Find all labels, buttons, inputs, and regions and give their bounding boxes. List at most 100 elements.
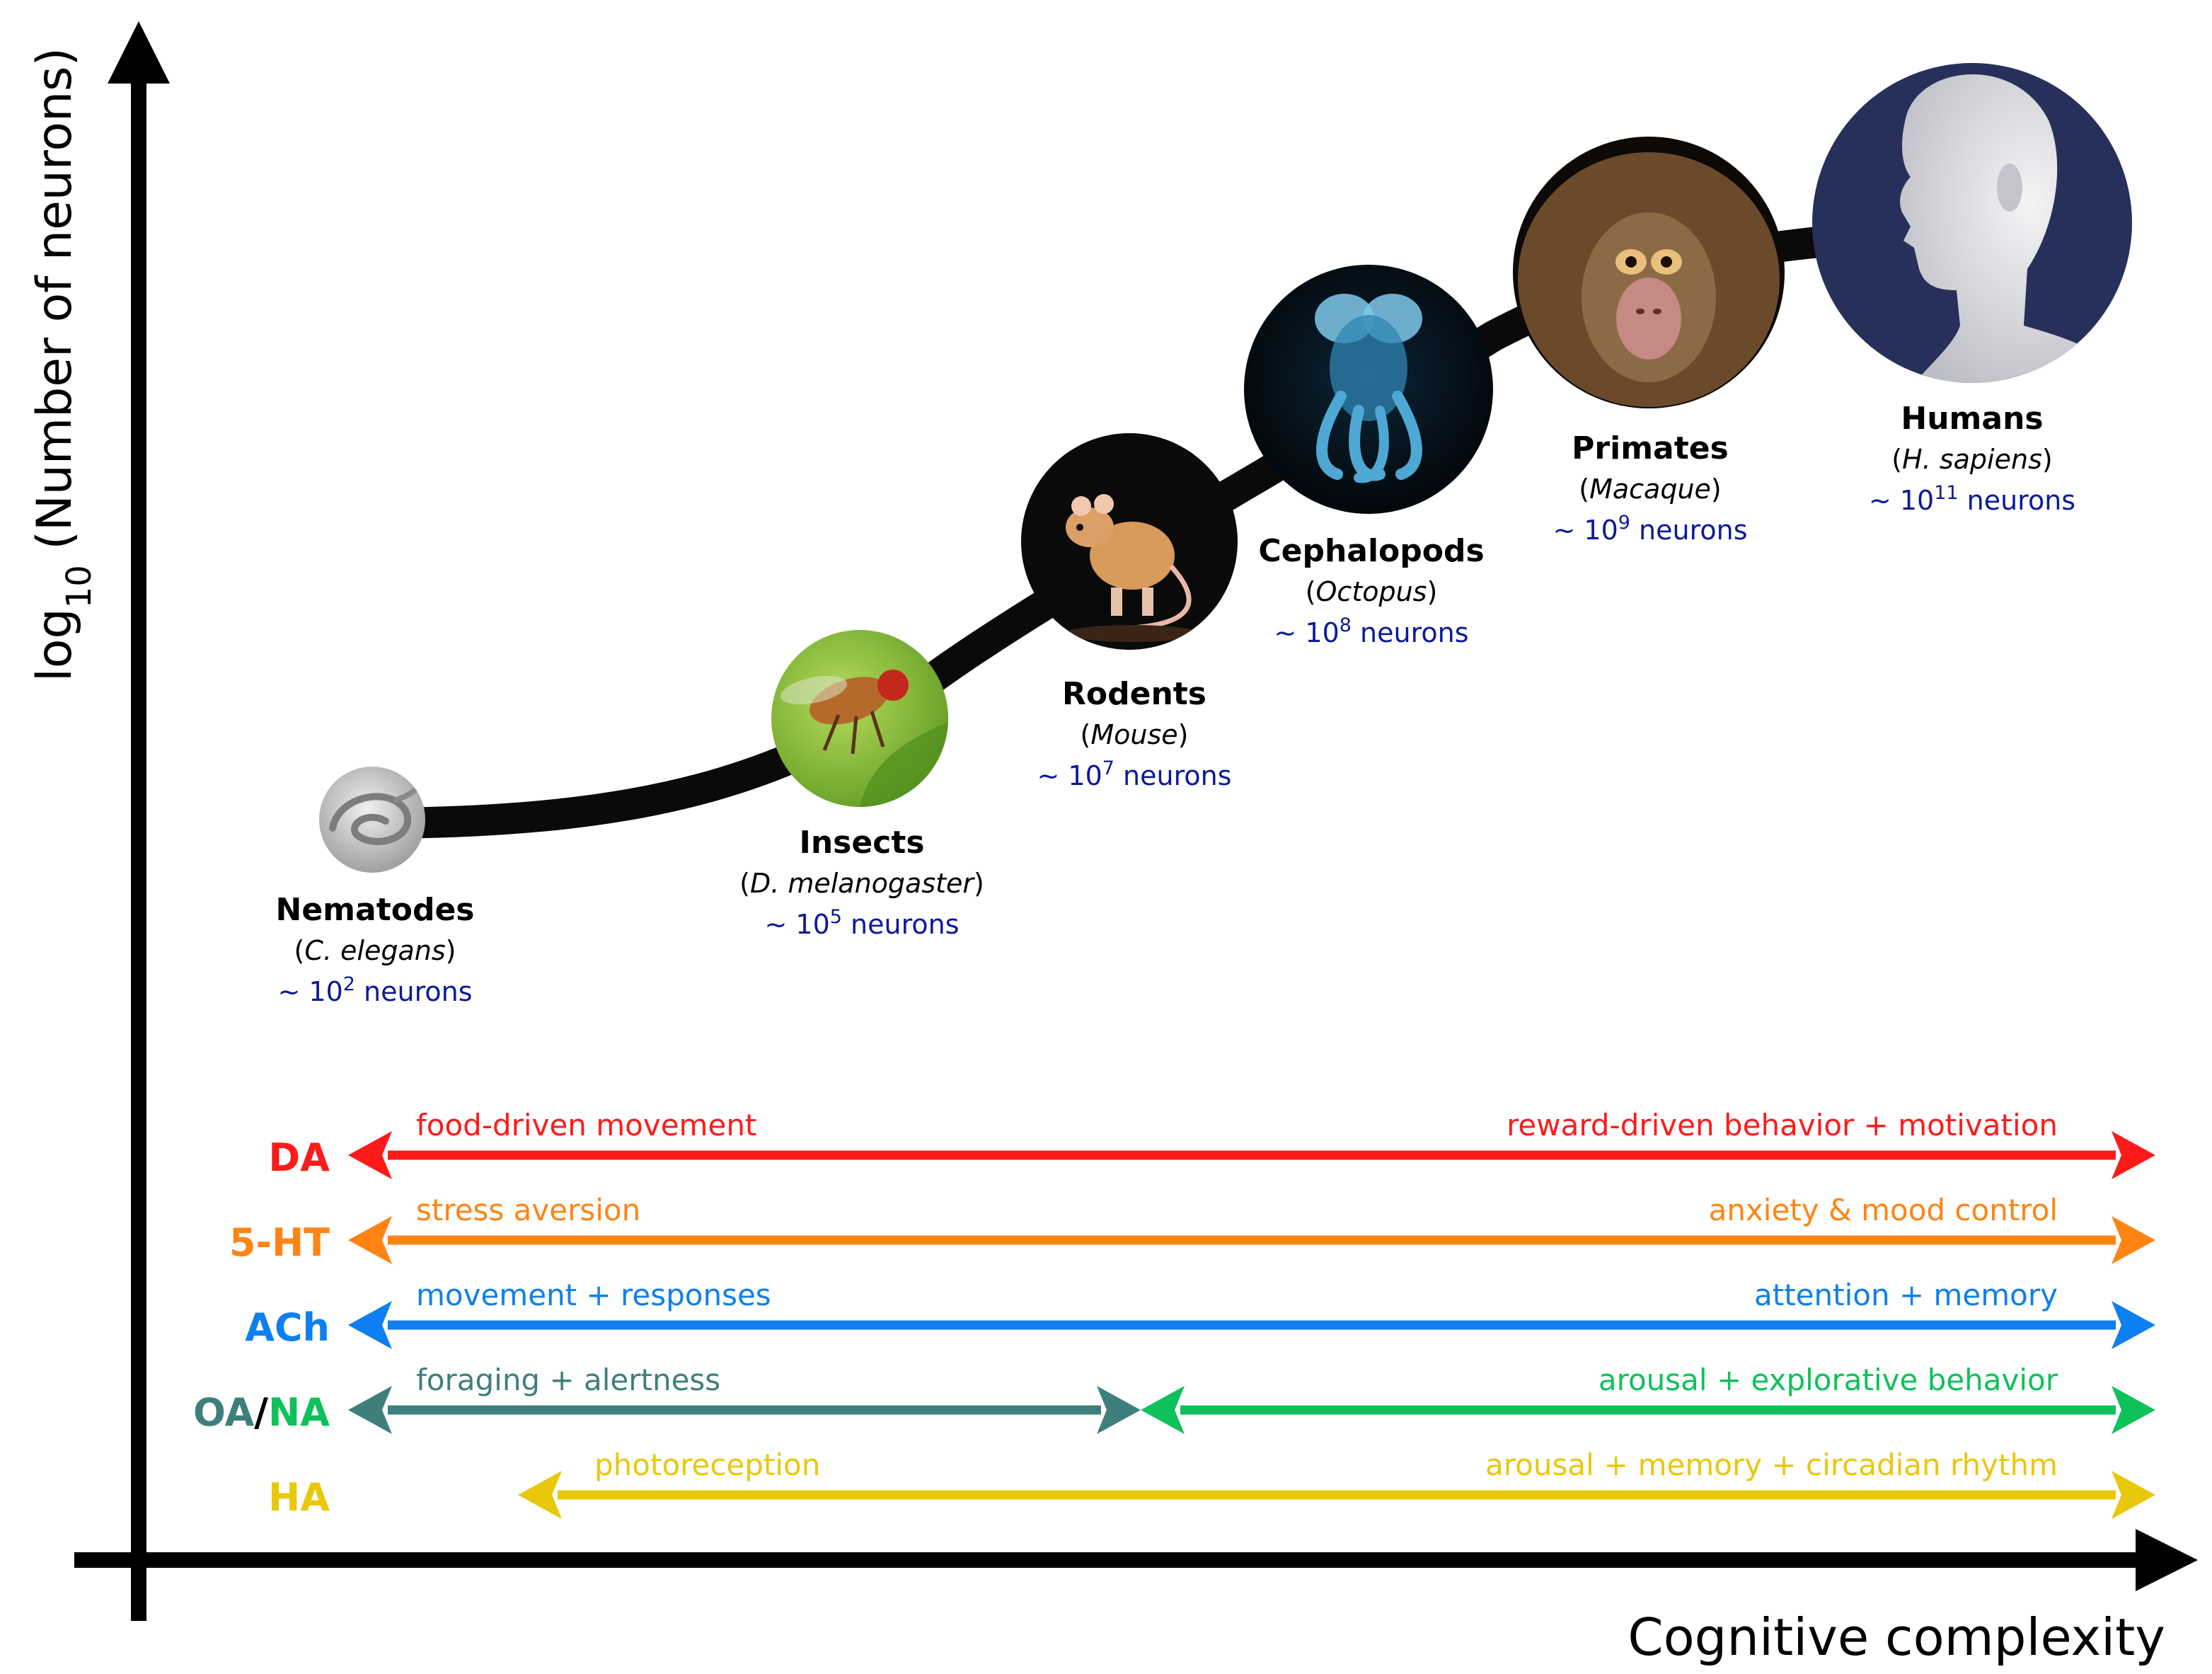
range-arrow-right-arrowhead xyxy=(2112,1216,2155,1264)
organism-label-rodents: Rodents(Mouse)~ 107 neurons xyxy=(1037,676,1231,791)
na-arrow-left-arrowhead xyxy=(1141,1386,1185,1434)
organism-species: (Mouse) xyxy=(1081,719,1189,750)
species-paren-open: ( xyxy=(1579,474,1589,505)
neuron-count: ~ 1011 neurons xyxy=(1869,482,2075,517)
organism-label-nematodes: Nematodes (C. elegans) ~ 102 neurons xyxy=(276,892,475,1007)
neuron-count: ~ 105 neurons xyxy=(764,906,959,941)
neuron-count-approx: ~ xyxy=(1869,485,1900,516)
neuron-count-unit: neurons xyxy=(1630,515,1748,546)
species-paren-open: ( xyxy=(294,935,305,966)
neuromodulator-row-ach: ACh movement + responses attention + memor… xyxy=(245,1278,2155,1350)
neuron-count: ~ 109 neurons xyxy=(1553,512,1747,546)
organism-node-humans xyxy=(1812,63,2132,383)
neuron-count-exponent: 7 xyxy=(1102,757,1114,779)
y-axis-label-subscript: 10 xyxy=(59,565,99,608)
neuromodulator-label-na: NA xyxy=(268,1390,330,1435)
organism-nodes xyxy=(319,63,2132,873)
neuromodulator-basic-function: photoreception xyxy=(594,1447,820,1482)
organism-label-humans: Humans(H. sapiens)~ 1011 neurons xyxy=(1869,401,2075,516)
neuron-count-approx: ~ xyxy=(1037,760,1068,791)
organism-node-cephalopods xyxy=(1244,265,1493,514)
neuromodulator-label: OA/NA xyxy=(193,1390,330,1435)
neuromodulator-advanced-function: attention + memory xyxy=(1754,1278,2058,1312)
range-arrow-right-arrowhead xyxy=(2112,1471,2155,1519)
neuromodulator-advanced-function: arousal + memory + circadian rhythm xyxy=(1485,1447,2058,1482)
organism-label-cephalopods: Cephalopods(Octopus)~ 108 neurons xyxy=(1258,533,1484,648)
neuron-count-exponent: 5 xyxy=(830,906,842,928)
neuron-count-base: 10 xyxy=(795,909,829,940)
x-axis-arrowhead xyxy=(2136,1529,2198,1591)
neuron-count: ~ 107 neurons xyxy=(1037,757,1231,792)
range-arrow-left-arrowhead xyxy=(348,1131,392,1179)
neuromodulator-row-ha: HA photoreception arousal + memory + circa… xyxy=(268,1447,2155,1520)
neuromodulator-basic-function: stress aversion xyxy=(416,1193,640,1227)
range-arrow-right-arrowhead xyxy=(2112,1131,2155,1179)
range-arrow-left-arrowhead xyxy=(348,1216,392,1264)
neuromodulator-advanced-function: anxiety & mood control xyxy=(1709,1193,2058,1227)
species-name: C. elegans xyxy=(304,935,445,966)
organism-group-name: Primates xyxy=(1572,430,1729,466)
neuromodulator-label-separator: / xyxy=(254,1390,268,1435)
species-name: H. sapiens xyxy=(1902,444,2042,475)
y-axis-label-prefix: log xyxy=(27,608,83,682)
y-axis-label-rest: (Number of neurons) xyxy=(27,47,83,565)
species-paren-close: ) xyxy=(1711,474,1722,505)
neuron-count-approx: ~ xyxy=(1553,515,1584,546)
organism-node-primates xyxy=(1513,137,1785,408)
species-name: Macaque xyxy=(1589,474,1711,505)
species-name: D. melanogaster xyxy=(750,868,975,899)
organism-group-name: Cephalopods xyxy=(1258,533,1484,569)
neuromodulator-label: 5-HT xyxy=(229,1220,330,1265)
organism-labels: Nematodes(C. elegans)~ 102 neuronsInsect… xyxy=(276,401,2076,1007)
species-name: Octopus xyxy=(1316,576,1427,607)
organism-label-primates: Primates (Macaque) ~ 109 neurons xyxy=(1553,430,1747,546)
organism-species: (H. sapiens) xyxy=(1891,444,2052,475)
neuron-count: ~ 102 neurons xyxy=(277,973,472,1008)
neuron-count-unit: neurons xyxy=(1959,485,2076,516)
organism-node-rodents xyxy=(1021,433,1238,650)
neuron-count-unit: neurons xyxy=(355,976,473,1007)
x-axis-label: Cognitive complexity xyxy=(1628,1607,2165,1667)
range-arrow-right-arrowhead xyxy=(2112,1301,2155,1349)
neuromodulator-row-oa-na: OA/NA foraging + alertness arousal + explo… xyxy=(193,1363,2155,1435)
neuron-count-base: 10 xyxy=(309,976,342,1007)
neuron-count-base: 10 xyxy=(1584,515,1618,546)
organism-group-name: Insects xyxy=(799,825,924,861)
organism-group-name: Nematodes xyxy=(276,892,475,928)
neuron-count-exponent: 8 xyxy=(1340,614,1352,636)
neuromodulator-label: ACh xyxy=(245,1305,330,1350)
neuromodulator-basic-function: movement + responses xyxy=(416,1278,771,1312)
axes: log10 (Number of neurons) Cognitive comp… xyxy=(27,21,2198,1667)
neuron-count: ~ 108 neurons xyxy=(1274,614,1468,649)
neuromodulator-label: HA xyxy=(268,1475,330,1520)
range-arrow-left-arrowhead xyxy=(518,1471,562,1519)
neuron-count-unit: neurons xyxy=(1114,760,1232,791)
organism-species: (Macaque) xyxy=(1579,474,1722,505)
neuron-count-approx: ~ xyxy=(1274,617,1305,648)
na-arrow-right-arrowhead xyxy=(2112,1386,2155,1434)
range-arrow-left-arrowhead xyxy=(348,1301,392,1349)
neuromodulator-basic-function: foraging + alertness xyxy=(416,1363,720,1397)
species-paren-close: ) xyxy=(446,935,456,966)
neuromodulator-label: DA xyxy=(268,1135,330,1180)
neuron-count-unit: neurons xyxy=(1352,617,1469,648)
organism-species: (Octopus) xyxy=(1306,576,1438,607)
neuromodulator-basic-function: food-driven movement xyxy=(416,1108,756,1142)
neuron-count-exponent: 9 xyxy=(1618,512,1630,534)
organism-label-insects: Insects (D. melanogaster) ~ 105 neurons xyxy=(739,825,984,940)
neuromodulator-row-5ht: 5-HT stress aversion anxiety & mood contro… xyxy=(229,1193,2155,1265)
species-paren-close: ) xyxy=(2042,444,2053,475)
species-paren-open: ( xyxy=(1081,719,1091,750)
neuron-count-exponent: 11 xyxy=(1934,482,1958,504)
species-paren-close: ) xyxy=(1178,719,1189,750)
organism-node-insects xyxy=(771,630,948,807)
organism-species: (D. melanogaster) xyxy=(739,868,984,899)
organism-node-nematodes xyxy=(319,767,425,873)
neuron-count-base: 10 xyxy=(1305,617,1339,648)
neuromodulator-label-oa: OA xyxy=(193,1390,254,1435)
neuromodulator-advanced-function: arousal + explorative behavior xyxy=(1598,1363,2058,1397)
oa-arrow-left-arrowhead xyxy=(348,1386,392,1434)
y-axis-arrowhead xyxy=(108,21,170,84)
